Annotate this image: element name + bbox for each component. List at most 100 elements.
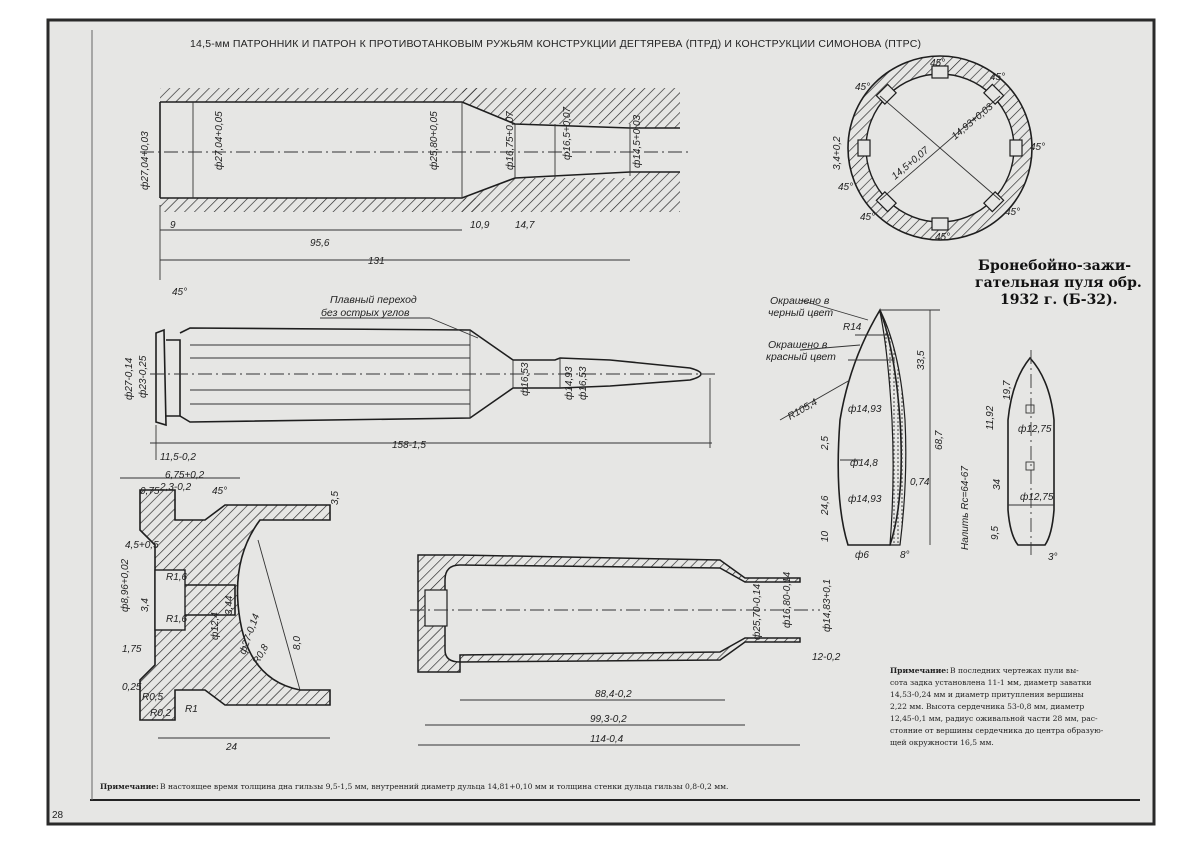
- sheet-border: [46, 18, 1156, 826]
- note-line: щей окружности 16,5 мм.: [890, 738, 994, 747]
- rifling-dim: 45°: [990, 72, 1005, 83]
- chamber-dim: 9: [170, 220, 176, 231]
- core-dim: ф12,75: [1018, 423, 1052, 435]
- base-dim: R0,5: [142, 692, 164, 703]
- base-dim: ф8,96+0,02: [119, 558, 131, 612]
- rifling-cross-section: [847, 55, 1033, 241]
- core-dim: 9,5: [990, 526, 1001, 540]
- case-dim: ф16,80-0,14: [781, 571, 793, 628]
- base-dim: 6,75+0,2: [165, 470, 205, 481]
- core-dim: 34: [992, 478, 1003, 490]
- base-dim: 0,25: [122, 682, 142, 693]
- bullet-section-drawing: [779, 299, 940, 546]
- chamber-dim: ф14,5+0,03: [631, 114, 643, 168]
- cartridge-dim: 158-1,5: [392, 440, 426, 451]
- base-dim: 1,75: [122, 644, 142, 655]
- bullet-dim: 68,7: [934, 430, 945, 450]
- bullet-dim: 10: [820, 530, 831, 542]
- base-dim: R1,6: [166, 614, 188, 625]
- case-section-drawing: [410, 554, 820, 746]
- cartridge-dim: ф27-0,14: [123, 357, 135, 400]
- bullet-dim: 33,5: [916, 350, 927, 370]
- chamber-dim: 131: [368, 256, 385, 267]
- chamber-dim: ф25,80+0,05: [428, 111, 440, 170]
- case-dim: 114-0,4: [590, 734, 624, 745]
- bullet-dim: ф14,93: [848, 403, 882, 415]
- callout-line-2: без острых углов: [321, 307, 410, 319]
- sheet-title: 14,5-мм ПАТРОННИК И ПАТРОН К ПРОТИВОТАНК…: [190, 38, 921, 50]
- note-line: В последних чертежах пули вы-: [950, 666, 1079, 675]
- note-heading: Примечание:: [890, 666, 949, 675]
- note-line: 14,53-0,24 мм и диаметр притупления верш…: [890, 690, 1084, 699]
- bullet-dim: 2,5: [820, 436, 831, 451]
- core-dim: 11,92: [985, 405, 996, 430]
- bullet-title-line-1: Бронебойно-зажи-: [978, 257, 1131, 274]
- cartridge-dim: ф14,93: [563, 366, 575, 400]
- base-dim: 11,5-0,2: [160, 452, 196, 463]
- chamber-dim: ф27,04+0,03: [139, 131, 151, 190]
- base-dim: 2,3-0,2: [159, 482, 192, 493]
- case-dim: 99,3-0,2: [590, 714, 627, 725]
- bullet-title-line-2: гательная пуля обр.: [975, 275, 1142, 291]
- bullet-dim: R14: [843, 322, 862, 333]
- rifling-dim: 45°: [838, 182, 853, 193]
- rifling-dim: 45°: [935, 232, 950, 243]
- cartridge-dim: 45°: [172, 287, 187, 298]
- base-dim: R1,6: [166, 572, 188, 583]
- base-dim: ф12,4: [209, 612, 221, 640]
- bullet-label: красный цвет: [766, 351, 836, 363]
- chamber-drawing: [140, 88, 690, 280]
- cartridge-drawing: [150, 317, 715, 460]
- callout-line-1: Плавный переход: [330, 294, 417, 306]
- note-line: 12,45-0,1 мм, радиус оживальной части 28…: [890, 714, 1098, 723]
- core-dim: 19,7: [1002, 380, 1013, 400]
- note-heading: Примечание:: [100, 782, 159, 791]
- base-dim: 8,0: [292, 636, 303, 650]
- page-number: 28: [52, 810, 64, 821]
- bullet-title-line-3: 1932 г. (Б-32).: [1000, 292, 1118, 308]
- cartridge-dim: ф16,53: [577, 366, 589, 400]
- note-text: В настоящее время толщина дна гильзы 9,5…: [160, 782, 728, 791]
- rifling-dim: 45°: [860, 212, 875, 223]
- chamber-dim: ф27,04+0,05: [213, 111, 225, 170]
- base-dim: 0,75: [140, 486, 160, 497]
- rifling-dim: 45°: [855, 82, 870, 93]
- bullet-dim: 0,74: [910, 477, 930, 488]
- bullet-dim: ф14,8: [850, 457, 878, 469]
- case-dim: ф25,70-0,14: [751, 583, 763, 640]
- rifling-dim: 3,4+0,2: [832, 136, 843, 170]
- chamber-dim: ф16,5+0,07: [561, 106, 573, 160]
- bullet-label: черный цвет: [768, 307, 833, 319]
- case-base-section: [120, 477, 331, 739]
- chamber-dim: 14,7: [515, 220, 535, 231]
- base-dim: 3,44: [224, 595, 235, 615]
- bullet-dim: 24,6: [820, 495, 831, 516]
- base-dim: R0,2: [150, 708, 172, 719]
- core-dim: 3°: [1048, 552, 1058, 563]
- base-dim: 24: [225, 742, 238, 753]
- case-note: Примечание: В настоящее время толщина дн…: [100, 782, 728, 791]
- rifling-dim: 45°: [1005, 207, 1020, 218]
- case-dim: ф14,83+0,1: [821, 579, 833, 632]
- cartridge-dim: ф16,53: [519, 362, 531, 396]
- chamber-dim: 10,9: [470, 220, 490, 231]
- bullet-dim: ф6: [855, 549, 869, 561]
- case-dim: 12-0,2: [812, 652, 841, 663]
- note-line: 2,22 мм. Высота сердечника 53-0,8 мм, ди…: [890, 702, 1084, 711]
- base-dim: 4,5+0,5: [125, 540, 159, 551]
- rifling-dim: 45°: [1030, 142, 1045, 153]
- bullet-label: Окрашено в: [768, 339, 828, 351]
- note-line: стояние от вершины сердечника до центра …: [890, 726, 1104, 735]
- rifling-dim: 45°: [930, 58, 945, 69]
- base-dim: 45°: [212, 486, 227, 497]
- chamber-dim: ф16,75+0,07: [504, 111, 516, 170]
- bullet-note: Примечание: В последних чертежах пули вы…: [890, 666, 1104, 747]
- core-hardness-label: Налить Rc=64-67: [960, 466, 971, 550]
- core-dim: ф12,75: [1020, 491, 1054, 503]
- bullet-dim: 8°: [900, 550, 910, 561]
- base-dim: 3,5: [330, 491, 341, 505]
- base-dim: 3,4: [140, 598, 151, 612]
- base-dim: R1: [185, 704, 198, 715]
- bullet-label: Окрашено в: [770, 295, 830, 307]
